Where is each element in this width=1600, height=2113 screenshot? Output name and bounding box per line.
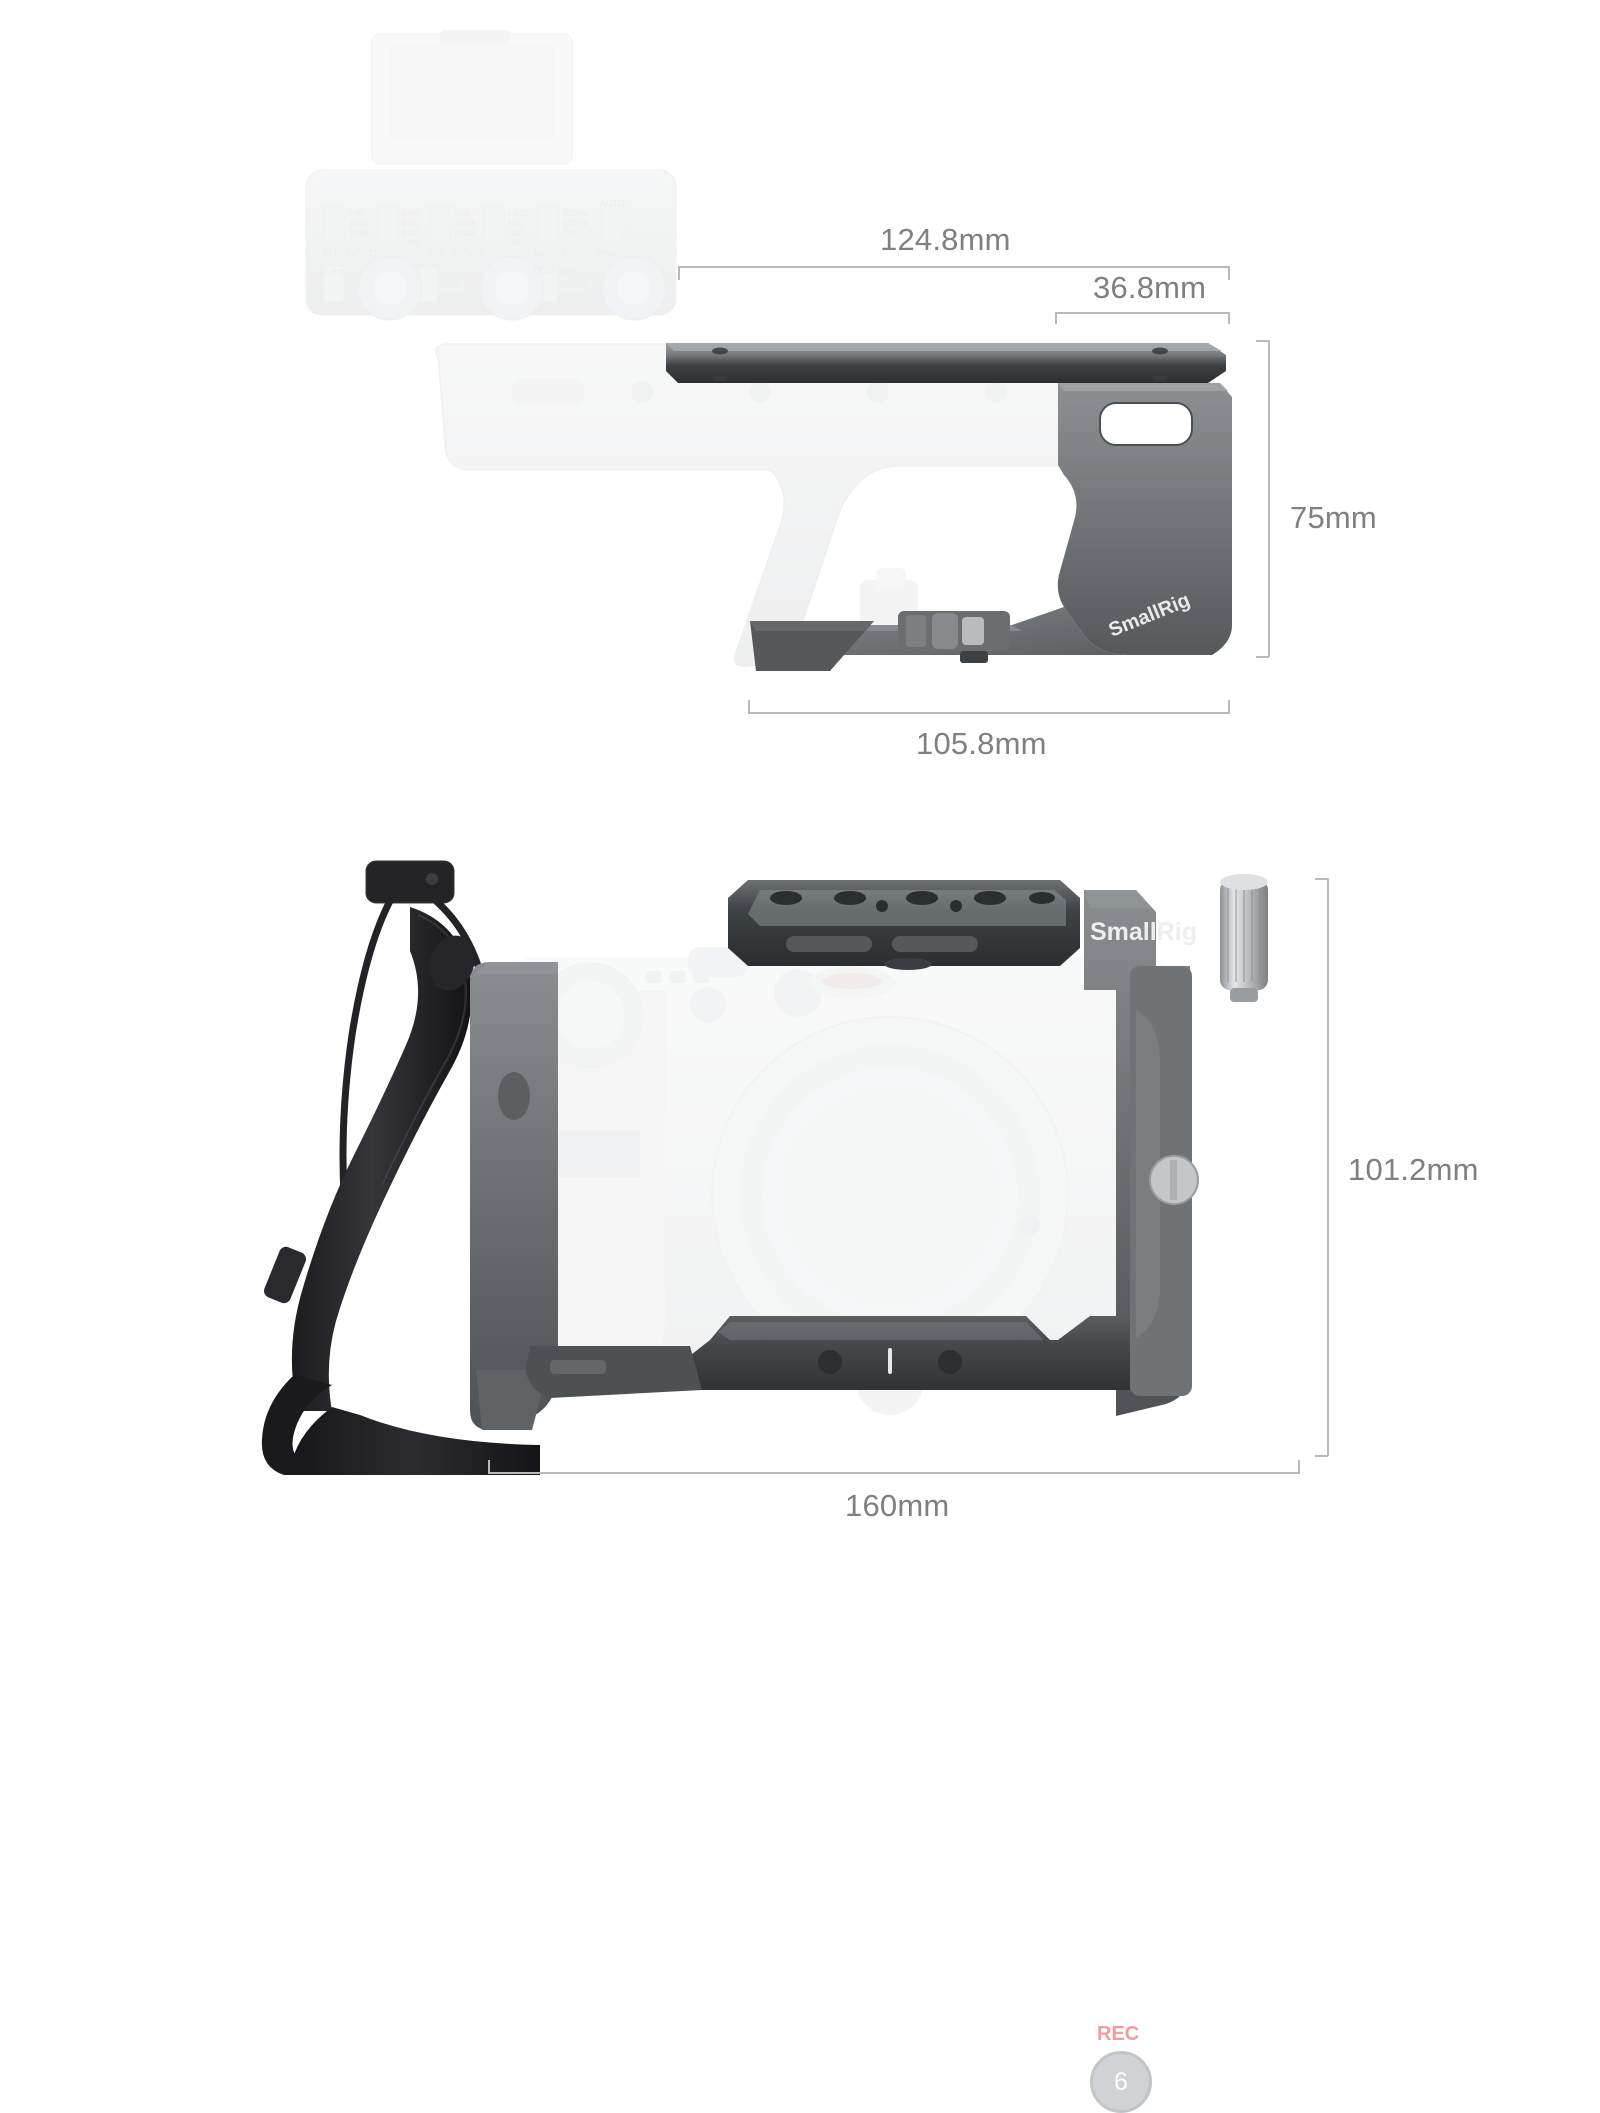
svg-text:MAN: MAN [320, 304, 340, 314]
svg-text:OFF: OFF [562, 228, 580, 238]
hand-strap [261, 860, 540, 1475]
dimension-label-160: 160mm [845, 1488, 950, 1523]
svg-text:ATT: ATT [428, 248, 445, 258]
svg-text:20dB: 20dB [348, 228, 369, 238]
brand-label-cage: SmallRig [1090, 918, 1197, 946]
svg-text:LINK: LINK [442, 290, 462, 300]
svg-text:AUTO: AUTO [442, 270, 467, 280]
svg-text:+48V: +48V [506, 238, 527, 248]
dimension-label-124-8: 124.8mm [880, 222, 1011, 257]
svg-text:MAN: MAN [596, 248, 616, 258]
svg-text:ATT: ATT [322, 248, 339, 258]
svg-text:0dB: 0dB [348, 208, 364, 218]
svg-text:300Hz: 300Hz [562, 270, 589, 280]
svg-text:AUTO: AUTO [320, 268, 345, 278]
ghost-camera-top-handle [435, 343, 1147, 667]
svg-text:MIC: MIC [402, 228, 419, 238]
svg-text:INPUT2: INPUT2 [534, 304, 566, 314]
camera-cage-view: SmallRig [0, 800, 1600, 2113]
svg-text:20dB: 20dB [454, 228, 475, 238]
baseplate [526, 1316, 1130, 1398]
camera-alpha-logo: α [1098, 1765, 1125, 1817]
dimension-label-36-8: 36.8mm [1093, 270, 1207, 305]
svg-text:0dB: 0dB [454, 208, 470, 218]
camera-cage-product: SmallRig [470, 874, 1268, 1430]
svg-text:AUTO: AUTO [600, 198, 625, 208]
svg-text:MIC: MIC [402, 218, 419, 228]
thumbscrew [1220, 874, 1268, 1002]
svg-text:INPUT2: INPUT2 [452, 248, 484, 258]
svg-text:10dB: 10dB [454, 218, 475, 228]
svg-text:OFF: OFF [562, 290, 580, 300]
svg-text:300Hz: 300Hz [562, 208, 589, 218]
svg-text:+48V: +48V [400, 238, 421, 248]
top-plate [728, 880, 1080, 970]
svg-text:MIC: MIC [508, 218, 525, 228]
top-handle-product: SmallRig [666, 343, 1232, 671]
camera-button-6[interactable]: 6 [1090, 2051, 1152, 2113]
camera-button-6-label: 6 [1114, 2067, 1128, 2096]
camera-rec-indicator: REC [1097, 2023, 1140, 2045]
svg-text:MAN: MAN [442, 280, 462, 290]
svg-text:LINE: LINE [508, 208, 528, 218]
svg-text:MIC: MIC [508, 228, 525, 238]
dimension-label-105-8: 105.8mm [916, 726, 1047, 761]
dimension-label-101-2: 101.2mm [1348, 1152, 1479, 1187]
svg-text:10dB: 10dB [348, 218, 369, 228]
svg-text:INPUT1: INPUT1 [534, 248, 566, 258]
svg-text:INPUT1: INPUT1 [346, 248, 378, 258]
camera-format-label: Full-Frame [849, 2084, 967, 2110]
svg-text:LINE: LINE [402, 208, 422, 218]
svg-text:100Hz: 100Hz [562, 218, 589, 228]
svg-text:100Hz: 100Hz [562, 280, 589, 290]
svg-text:LOW CUT: LOW CUT [534, 266, 576, 276]
right-side-plate: SmallRig [1084, 890, 1199, 1416]
dimension-label-75: 75mm [1290, 500, 1377, 535]
